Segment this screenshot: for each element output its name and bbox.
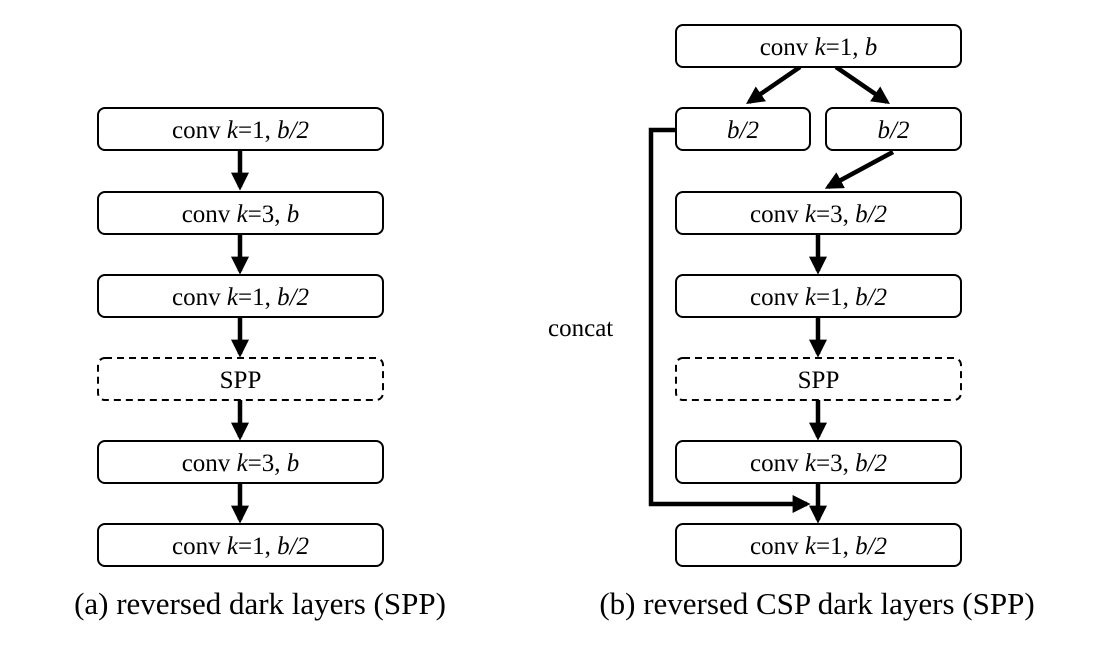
node-r4: conv k=1, b/2 [675, 274, 962, 318]
arrow-r1-r2b [834, 65, 890, 105]
concat-path [648, 127, 811, 513]
node-r2b: b/2 [825, 107, 962, 151]
arrow-r1-r2a [746, 65, 802, 105]
svg-text:conv k=3, b: conv k=3, b [182, 450, 300, 477]
node-l5: conv k=3, b [97, 440, 384, 484]
caption-right: (b) reversed CSP dark layers (SPP) [599, 586, 1034, 621]
node-l2: conv k=3, b [97, 191, 384, 235]
svg-text:SPP: SPP [798, 367, 840, 394]
svg-text:conv k=3, b/2: conv k=3, b/2 [750, 201, 887, 228]
node-r5-spp: SPP [675, 357, 962, 401]
svg-text:b/2: b/2 [727, 117, 759, 144]
svg-text:SPP: SPP [220, 367, 262, 394]
left-diagram: conv k=1, b/2 conv k=3, b conv k=1, b/2 … [74, 107, 446, 621]
svg-text:conv k=1, b: conv k=1, b [760, 34, 878, 61]
node-r3: conv k=3, b/2 [675, 191, 962, 235]
arrow-r2b-r3 [824, 150, 895, 189]
node-r1: conv k=1, b [675, 24, 962, 68]
svg-text:conv k=1, b/2: conv k=1, b/2 [172, 117, 309, 144]
node-r6: conv k=3, b/2 [675, 440, 962, 484]
svg-text:conv k=3, b: conv k=3, b [182, 201, 300, 228]
node-r7: conv k=1, b/2 [675, 523, 962, 567]
concat-label: concat [548, 315, 613, 342]
right-diagram: conv k=1, b b/2 b/2 conv k=3, b/2 conv k… [548, 24, 1035, 621]
svg-text:conv k=1, b/2: conv k=1, b/2 [750, 533, 887, 560]
node-l1: conv k=1, b/2 [97, 107, 384, 151]
svg-text:conv k=3, b/2: conv k=3, b/2 [750, 450, 887, 477]
node-l6: conv k=1, b/2 [97, 523, 384, 567]
caption-left: (a) reversed dark layers (SPP) [74, 586, 446, 621]
svg-text:conv k=1, b/2: conv k=1, b/2 [172, 533, 309, 560]
svg-text:b/2: b/2 [878, 117, 910, 144]
node-r2a: b/2 [675, 107, 811, 151]
node-l4-spp: SPP [97, 357, 384, 401]
node-l3: conv k=1, b/2 [97, 274, 384, 318]
svg-text:conv k=1, b/2: conv k=1, b/2 [750, 284, 887, 311]
svg-text:conv k=1, b/2: conv k=1, b/2 [172, 284, 309, 311]
